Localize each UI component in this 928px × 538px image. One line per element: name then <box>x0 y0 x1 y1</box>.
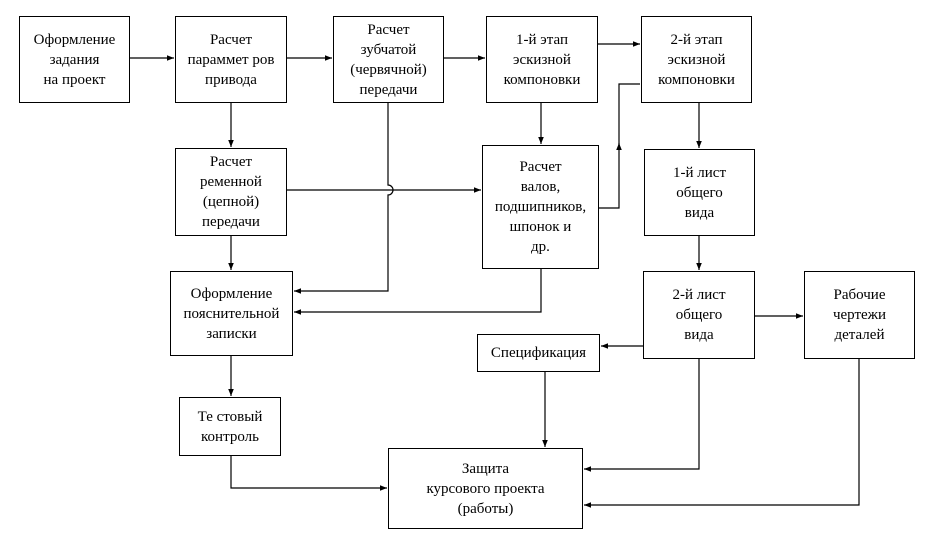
node-notes-label: Оформление пояснительной записки <box>183 285 280 342</box>
node-sketch1-label: 1-й этап эскизной компоновки <box>503 31 581 88</box>
node-gear-label: Расчет зубчатой (червячной) передачи <box>350 21 427 98</box>
node-workdraw: Рабочие чертежи деталей <box>804 271 915 359</box>
node-defense-label: Защита курсового проекта (работы) <box>426 460 545 517</box>
node-task-label: Оформление задания на проект <box>33 31 116 88</box>
edge-shafts-to-notes <box>294 269 542 315</box>
node-sheet2-label: 2-й лист общего вида <box>672 287 726 343</box>
node-sheet1-label: 1-й лист общего вида <box>673 164 726 221</box>
node-sheet2: 2-й лист общего вида <box>643 271 755 359</box>
node-notes: Оформление пояснительной записки <box>170 271 293 356</box>
edge-workdraw-to-defense <box>584 359 860 508</box>
node-defense: Защита курсового проекта (работы) <box>388 448 583 529</box>
node-sketch1: 1-й этап эскизной компоновки <box>486 16 598 103</box>
node-drive: Расчет параммет ров привода <box>175 16 287 103</box>
node-gear: Расчет зубчатой (червячной) передачи <box>333 16 444 103</box>
node-task: Оформление задания на проект <box>19 16 130 103</box>
node-test: Те стовый контроль <box>179 397 281 456</box>
node-sheet1: 1-й лист общего вида <box>644 149 755 236</box>
node-spec: Спецификация <box>477 334 600 372</box>
node-belt-label: Расчет ременной (цепной) передачи <box>200 154 262 230</box>
node-sketch2: 2-й этап эскизной компоновки <box>641 16 752 103</box>
node-drive-label: Расчет параммет ров привода <box>187 31 275 88</box>
edge-gear-to-notes <box>294 103 394 294</box>
edge-test-to-defense <box>230 456 387 491</box>
node-test-label: Те стовый контроль <box>197 408 263 445</box>
node-spec-label: Спецификация <box>490 345 587 361</box>
node-sketch2-label: 2-й этап эскизной компоновки <box>658 31 735 88</box>
node-shafts-label: Расчет валов, подшипников, шпонок и др. <box>494 159 587 255</box>
node-workdraw-label: Рабочие чертежи деталей <box>832 287 887 343</box>
node-belt: Расчет ременной (цепной) передачи <box>175 148 287 236</box>
node-shafts: Расчет валов, подшипников, шпонок и др. <box>482 145 599 269</box>
edge-sheet2-to-defense <box>584 359 700 472</box>
